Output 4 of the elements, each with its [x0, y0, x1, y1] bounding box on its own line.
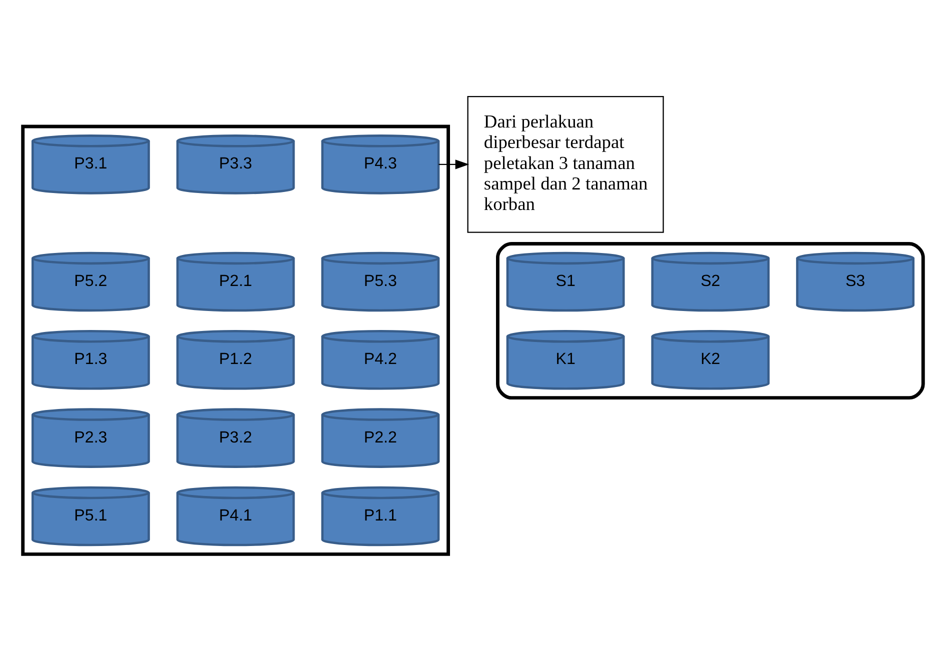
cluster — [496, 242, 924, 400]
arrow — [438, 159, 469, 169]
cluster — [20, 124, 450, 556]
node-box: Dari perlakuan diperbesar terdapat peletakan 3 tanaman sampel dan 2 tanaman korban — [466, 96, 664, 232]
